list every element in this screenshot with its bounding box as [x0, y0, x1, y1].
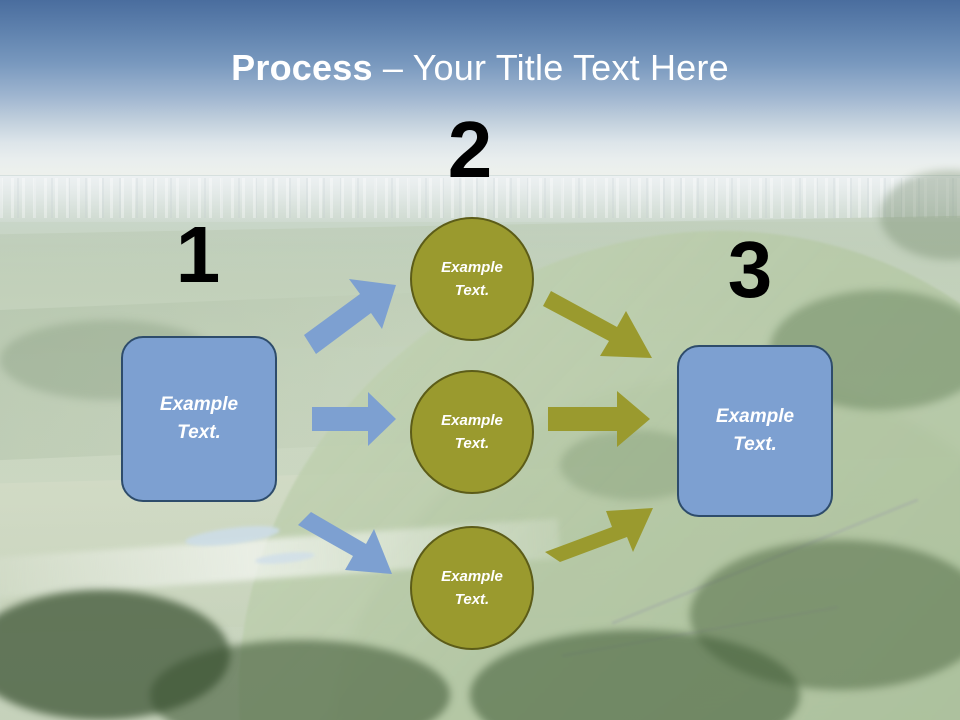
step-number-3: 3	[727, 225, 773, 314]
stage-three-box-line2: Text.	[733, 434, 777, 455]
stage-one-box-line2: Text.	[177, 422, 221, 443]
step-number-2: 2	[447, 105, 493, 194]
stage-three-box-line1: Example	[715, 405, 795, 427]
stage-two-circle-top-line1: Example	[441, 258, 503, 276]
background-treeline-bottom-left	[0, 590, 230, 720]
stage-two-circle-top-line2: Text.	[454, 282, 490, 299]
stage-two-circle-middle-line2: Text.	[454, 435, 490, 452]
stage-two-circle-bottom-line1: Example	[441, 567, 503, 585]
background-distant-town	[0, 178, 960, 218]
stage-one-box-line1: Example	[159, 393, 239, 415]
stage-two-circle-middle[interactable]: Example Text.	[410, 370, 534, 494]
page-title-rest: – Your Title Text Here	[372, 47, 729, 88]
page-title-strong: Process	[231, 47, 373, 88]
step-number-1: 1	[175, 210, 221, 299]
page-title: Process – Your Title Text Here	[0, 48, 960, 88]
stage-two-circle-top[interactable]: Example Text.	[410, 217, 534, 341]
stage-two-circle-middle-line1: Example	[441, 411, 503, 429]
background-haze-band	[0, 176, 960, 222]
stage-one-box[interactable]: Example Text.	[121, 336, 277, 502]
stage-two-circle-bottom-line2: Text.	[454, 591, 490, 608]
stage-two-circle-bottom[interactable]: Example Text.	[410, 526, 534, 650]
stage-three-box[interactable]: Example Text.	[677, 345, 833, 517]
